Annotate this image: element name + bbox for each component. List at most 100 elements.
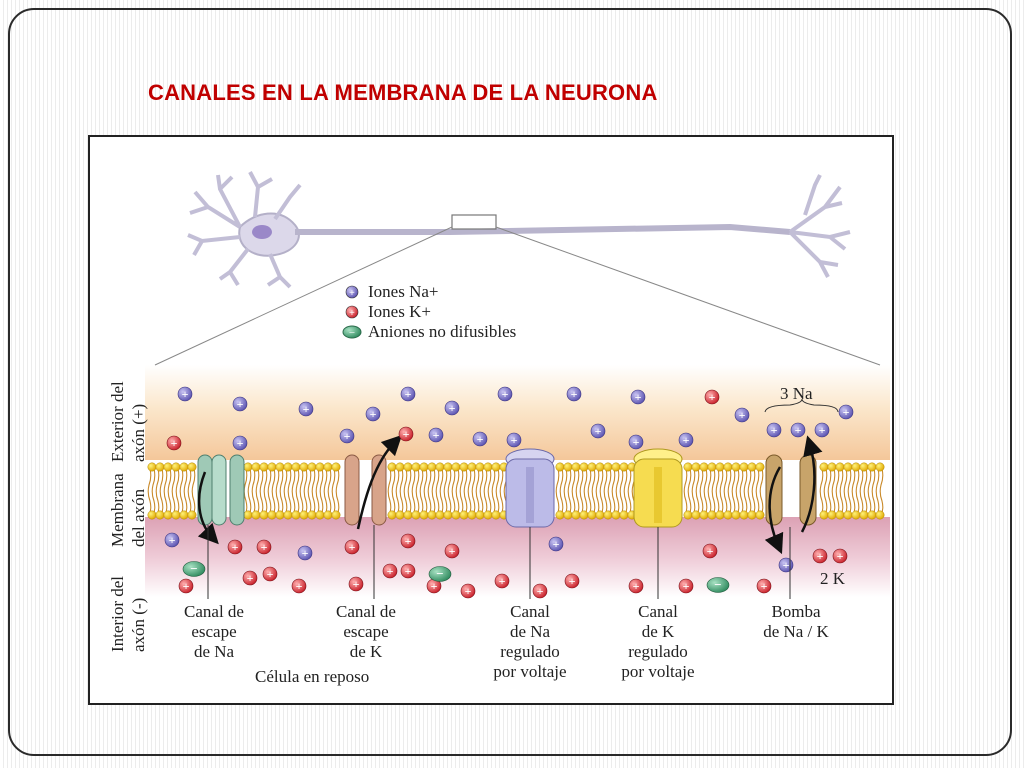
lipid-head	[819, 510, 829, 520]
na-ion: +	[814, 422, 830, 438]
svg-text:+: +	[709, 390, 716, 404]
svg-text:+: +	[499, 574, 506, 588]
na-ion: +	[164, 532, 180, 548]
channel-label-line: Canal de	[336, 602, 396, 621]
legend: +Iones Na++Iones K+−Aniones no difusible…	[342, 282, 516, 341]
legend-item: +Iones Na+	[345, 282, 438, 301]
svg-text:+: +	[349, 540, 356, 554]
lipid-head	[867, 510, 877, 520]
channel-label-line: de K	[642, 622, 675, 641]
channel-label-line: Canal	[638, 602, 678, 621]
lipid-head	[563, 462, 573, 472]
lipid-head	[427, 510, 437, 520]
na-ion-icon	[345, 285, 359, 299]
lipid-head	[179, 462, 189, 472]
legend-label: Iones K+	[368, 302, 431, 321]
lipid-head	[451, 462, 461, 472]
svg-text:+: +	[819, 423, 826, 437]
svg-text:−: −	[349, 327, 355, 339]
lipid-head	[555, 462, 565, 472]
na-ion: +	[790, 422, 806, 438]
lipid-head	[179, 510, 189, 520]
interior-label-2: axón (-)	[129, 598, 148, 652]
svg-text:+: +	[595, 424, 602, 438]
na-ion: +	[628, 434, 644, 450]
channel-label-line: de K	[350, 642, 383, 661]
lipid-head	[147, 462, 157, 472]
lipid-head	[603, 462, 613, 472]
channel-na-voltage	[505, 448, 555, 528]
na-ion: +	[590, 423, 606, 439]
k-ion-icon	[345, 305, 359, 319]
lipid-head	[427, 462, 437, 472]
slide-frame	[8, 8, 1012, 756]
lipid-head	[267, 510, 277, 520]
lipid-head	[315, 462, 325, 472]
svg-text:+: +	[183, 579, 190, 593]
lipid-head	[395, 462, 405, 472]
lipid-head	[163, 510, 173, 520]
lipid-head	[699, 462, 709, 472]
footer-caption: Célula en reposo	[255, 667, 369, 686]
lipid-head	[563, 510, 573, 520]
svg-text:+: +	[707, 544, 714, 558]
lipid-head	[619, 462, 629, 472]
k-ion: +	[382, 563, 398, 579]
lipid-head	[611, 462, 621, 472]
zoom-line-right	[495, 226, 881, 366]
lipid-head	[259, 510, 269, 520]
exterior-label-2: axón (+)	[129, 404, 148, 462]
lipid-head	[707, 510, 717, 520]
lipid-head	[283, 510, 293, 520]
lipid-head	[683, 462, 693, 472]
svg-text:+: +	[633, 579, 640, 593]
svg-text:+: +	[405, 387, 412, 401]
k-ion: +	[532, 583, 548, 599]
k-ion: +	[628, 578, 644, 594]
svg-text:+: +	[449, 401, 456, 415]
channel-label-line: Canal	[510, 602, 550, 621]
legend-item: +Iones K+	[345, 302, 431, 321]
na-ion: +	[232, 435, 248, 451]
anion: −	[706, 577, 730, 593]
lipid-head	[715, 510, 725, 520]
k-ion: +	[460, 583, 476, 599]
lipid-head	[251, 510, 261, 520]
svg-text:+: +	[303, 402, 310, 416]
svg-text:+: +	[349, 288, 355, 299]
lipid-head	[315, 510, 325, 520]
lipid-head	[739, 510, 749, 520]
lipid-head	[603, 510, 613, 520]
neuron-illustration	[187, 171, 851, 289]
lipid-head	[587, 510, 597, 520]
svg-text:+: +	[635, 390, 642, 404]
lipid-head	[187, 462, 197, 472]
lipid-head	[411, 510, 421, 520]
lipid-head	[291, 510, 301, 520]
channel-label-line: de Na / K	[763, 622, 829, 641]
lipid-head	[467, 462, 477, 472]
lipid-head	[875, 462, 885, 472]
pump-na-arrow	[764, 466, 784, 555]
lipid-head	[587, 462, 597, 472]
lipid-head	[147, 510, 157, 520]
channel-label-line: regulado	[628, 642, 687, 661]
na-ion: +	[678, 432, 694, 448]
svg-text:+: +	[771, 423, 778, 437]
lipid-head	[307, 510, 317, 520]
k-ion: +	[756, 578, 772, 594]
svg-text:+: +	[431, 579, 438, 593]
lipid-head	[299, 510, 309, 520]
slide-title: CANALES EN LA MEMBRANA DE LA NEURONA	[148, 80, 658, 105]
na-ion: +	[766, 422, 782, 438]
svg-text:+: +	[683, 579, 690, 593]
na-ion: +	[497, 386, 513, 402]
lipid-head	[555, 510, 565, 520]
na-ion: +	[472, 431, 488, 447]
lipid-head	[579, 462, 589, 472]
svg-text:+: +	[403, 427, 410, 441]
lipid-head	[595, 462, 605, 472]
lipid-head	[859, 462, 869, 472]
lipid-head	[483, 510, 493, 520]
